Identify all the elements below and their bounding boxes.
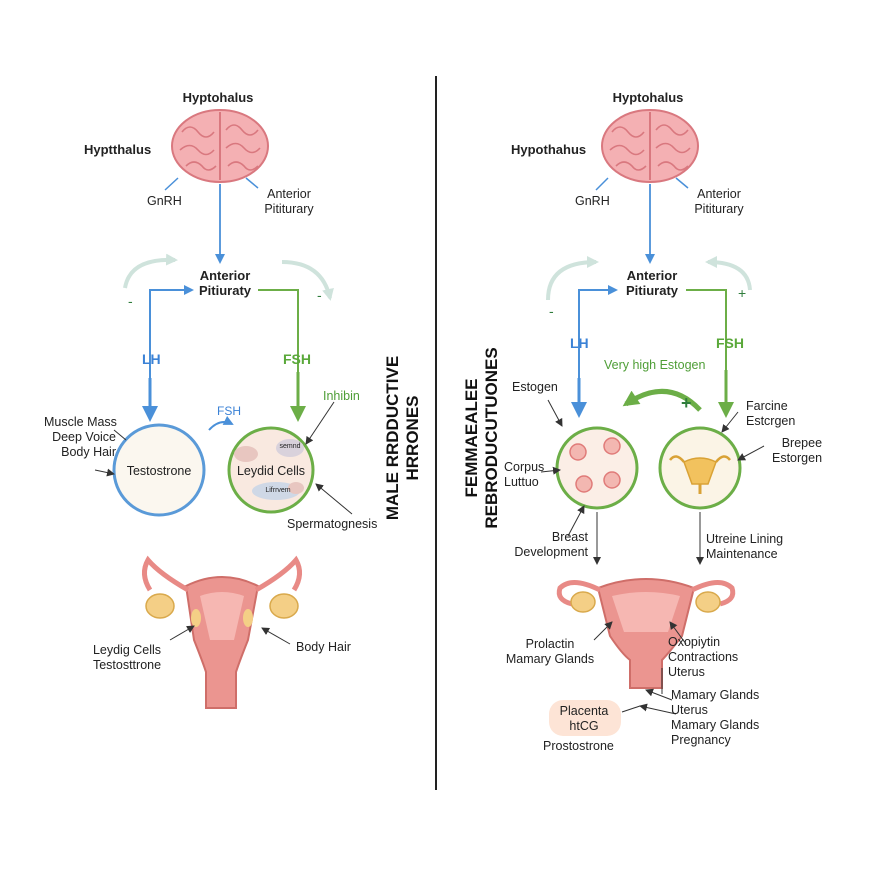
male-minus-left: - [128,293,133,309]
female-left-hypothalamus-label: Hypothahus [511,142,587,157]
male-uterus-icon [142,555,302,709]
cell-tag-bottom: Lifrrvem [265,487,291,494]
female-estrogen-left-label: Estogen [512,380,558,394]
female-feedback-arc-right [705,256,752,291]
very-high-estrogen-label: Very high Estogen [604,358,706,372]
leydig-cells-circle [227,426,315,514]
very-high-estrogen-arrow [622,389,702,412]
female-plus-top: + [738,285,747,301]
male-minus-right: - [317,287,322,303]
female-lh-line [578,285,618,400]
inhibin-label: Inhibin [323,389,360,403]
testosterone-label: Testostrone [126,464,192,478]
male-feedback-arc-right [281,260,334,301]
corpus-luteum-circle [555,426,639,510]
male-brain-icon [171,109,269,183]
female-minus: - [549,303,554,319]
male-top-hypothalamus-label: Hyptohalus [182,90,254,105]
female-plus-mid: + [681,393,692,413]
female-brain-icon [601,109,699,183]
male-lh-line [149,285,194,400]
male-lh-label: LH [142,351,161,367]
ovary-circle [658,426,742,510]
male-gnrh-label: GnRH [147,194,182,208]
leydig-cells-label: Leydid Cells [236,464,306,478]
male-body-hair-label: Body Hair [296,640,351,654]
female-top-hypothalamus-label: Hyptohalus [612,90,684,105]
female-fsh-label: FSH [716,335,744,351]
male-fsh-small-label: FSH [217,404,241,418]
cell-tag-top: semnd [279,443,301,450]
female-feedback-arc-left [546,256,599,301]
progesterone-label: Prostostrone [543,739,614,753]
placenta-box [549,700,621,736]
female-gnrh-label: GnRH [575,194,610,208]
male-left-hypothalamus-label: Hyptthalus [84,142,152,157]
spermatogenesis-label: Spermatognesis [287,517,378,531]
male-fsh-line [258,289,299,378]
male-fsh-small-arrow [208,415,234,431]
male-fsh-label: FSH [283,351,311,367]
female-uterus-icon [556,578,736,689]
female-lh-label: LH [570,335,589,351]
male-feedback-arc-left [123,253,178,289]
female-fsh-line [686,289,727,378]
